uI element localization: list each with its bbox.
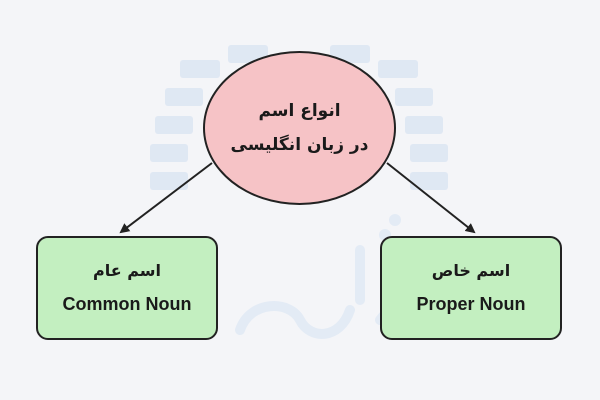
root-title-line1: انواع اسم bbox=[258, 101, 341, 121]
root-title-line2: در زبان انگلیسی bbox=[230, 135, 369, 155]
arrow-to-proper-noun bbox=[386, 162, 476, 234]
proper-noun-english-label: Proper Noun bbox=[416, 294, 526, 314]
arrow-to-common-noun bbox=[119, 162, 213, 234]
proper-noun-node: اسم خاص Proper Noun bbox=[380, 236, 562, 340]
common-noun-english-label: Common Noun bbox=[62, 294, 192, 314]
common-noun-persian-label: اسم عام bbox=[93, 261, 161, 280]
proper-noun-persian-label: اسم خاص bbox=[431, 261, 511, 280]
root-node-noun-types: انواع اسم در زبان انگلیسی bbox=[203, 51, 396, 205]
common-noun-node: اسم عام Common Noun bbox=[36, 236, 218, 340]
